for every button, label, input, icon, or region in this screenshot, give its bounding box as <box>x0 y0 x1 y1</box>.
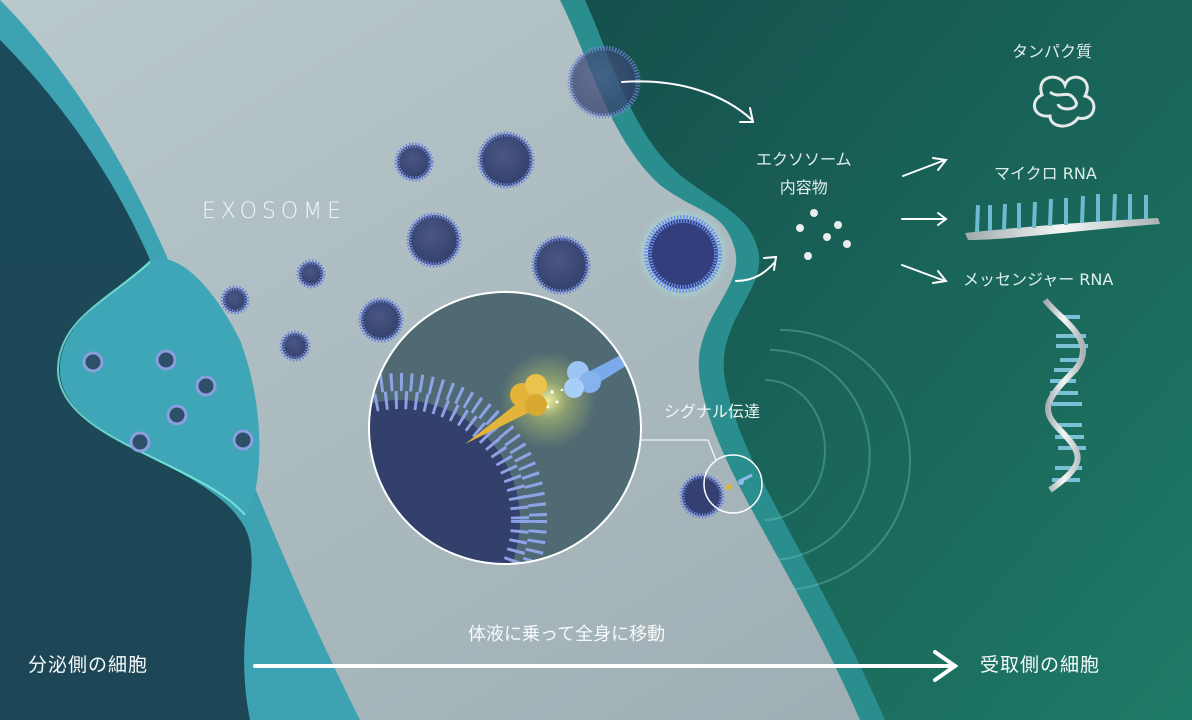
receiving-cell-label: 受取側の細胞 <box>980 654 1101 676</box>
callout-line <box>640 439 717 461</box>
exosome-contents-label: エクソソーム 内容物 <box>756 146 852 202</box>
signal-ripples <box>764 329 911 591</box>
signaling-exosome <box>679 473 725 519</box>
micro-rna-label: マイクロ RNA <box>994 164 1097 183</box>
exosome-contents-dots <box>796 209 851 260</box>
secreting-cell-label: 分泌側の細胞 <box>28 654 149 676</box>
protein-icon <box>1033 75 1096 128</box>
flow-arrows <box>621 80 948 284</box>
fusing-exosome <box>644 215 722 293</box>
micro-rna-icon <box>965 193 1160 240</box>
messenger-rna-icon <box>1042 298 1088 493</box>
signal-transduction-label: シグナル伝達 <box>664 402 761 421</box>
budding-vesicle-region <box>60 258 260 515</box>
contents-line-2: 内容物 <box>779 178 828 197</box>
messenger-rna-label: メッセンジャー RNA <box>963 270 1114 289</box>
transport-arrow <box>253 650 959 682</box>
exosome-title: EXOSOME <box>202 199 347 224</box>
exosomes <box>220 45 641 362</box>
protein-label: タンパク質 <box>1012 42 1093 61</box>
internal-vesicles <box>82 349 254 453</box>
secreting-cell <box>0 40 252 720</box>
contents-line-1: エクソソーム <box>756 150 852 169</box>
receiving-cell <box>585 0 1192 720</box>
movement-label: 体液に乗って全身に移動 <box>468 624 666 645</box>
